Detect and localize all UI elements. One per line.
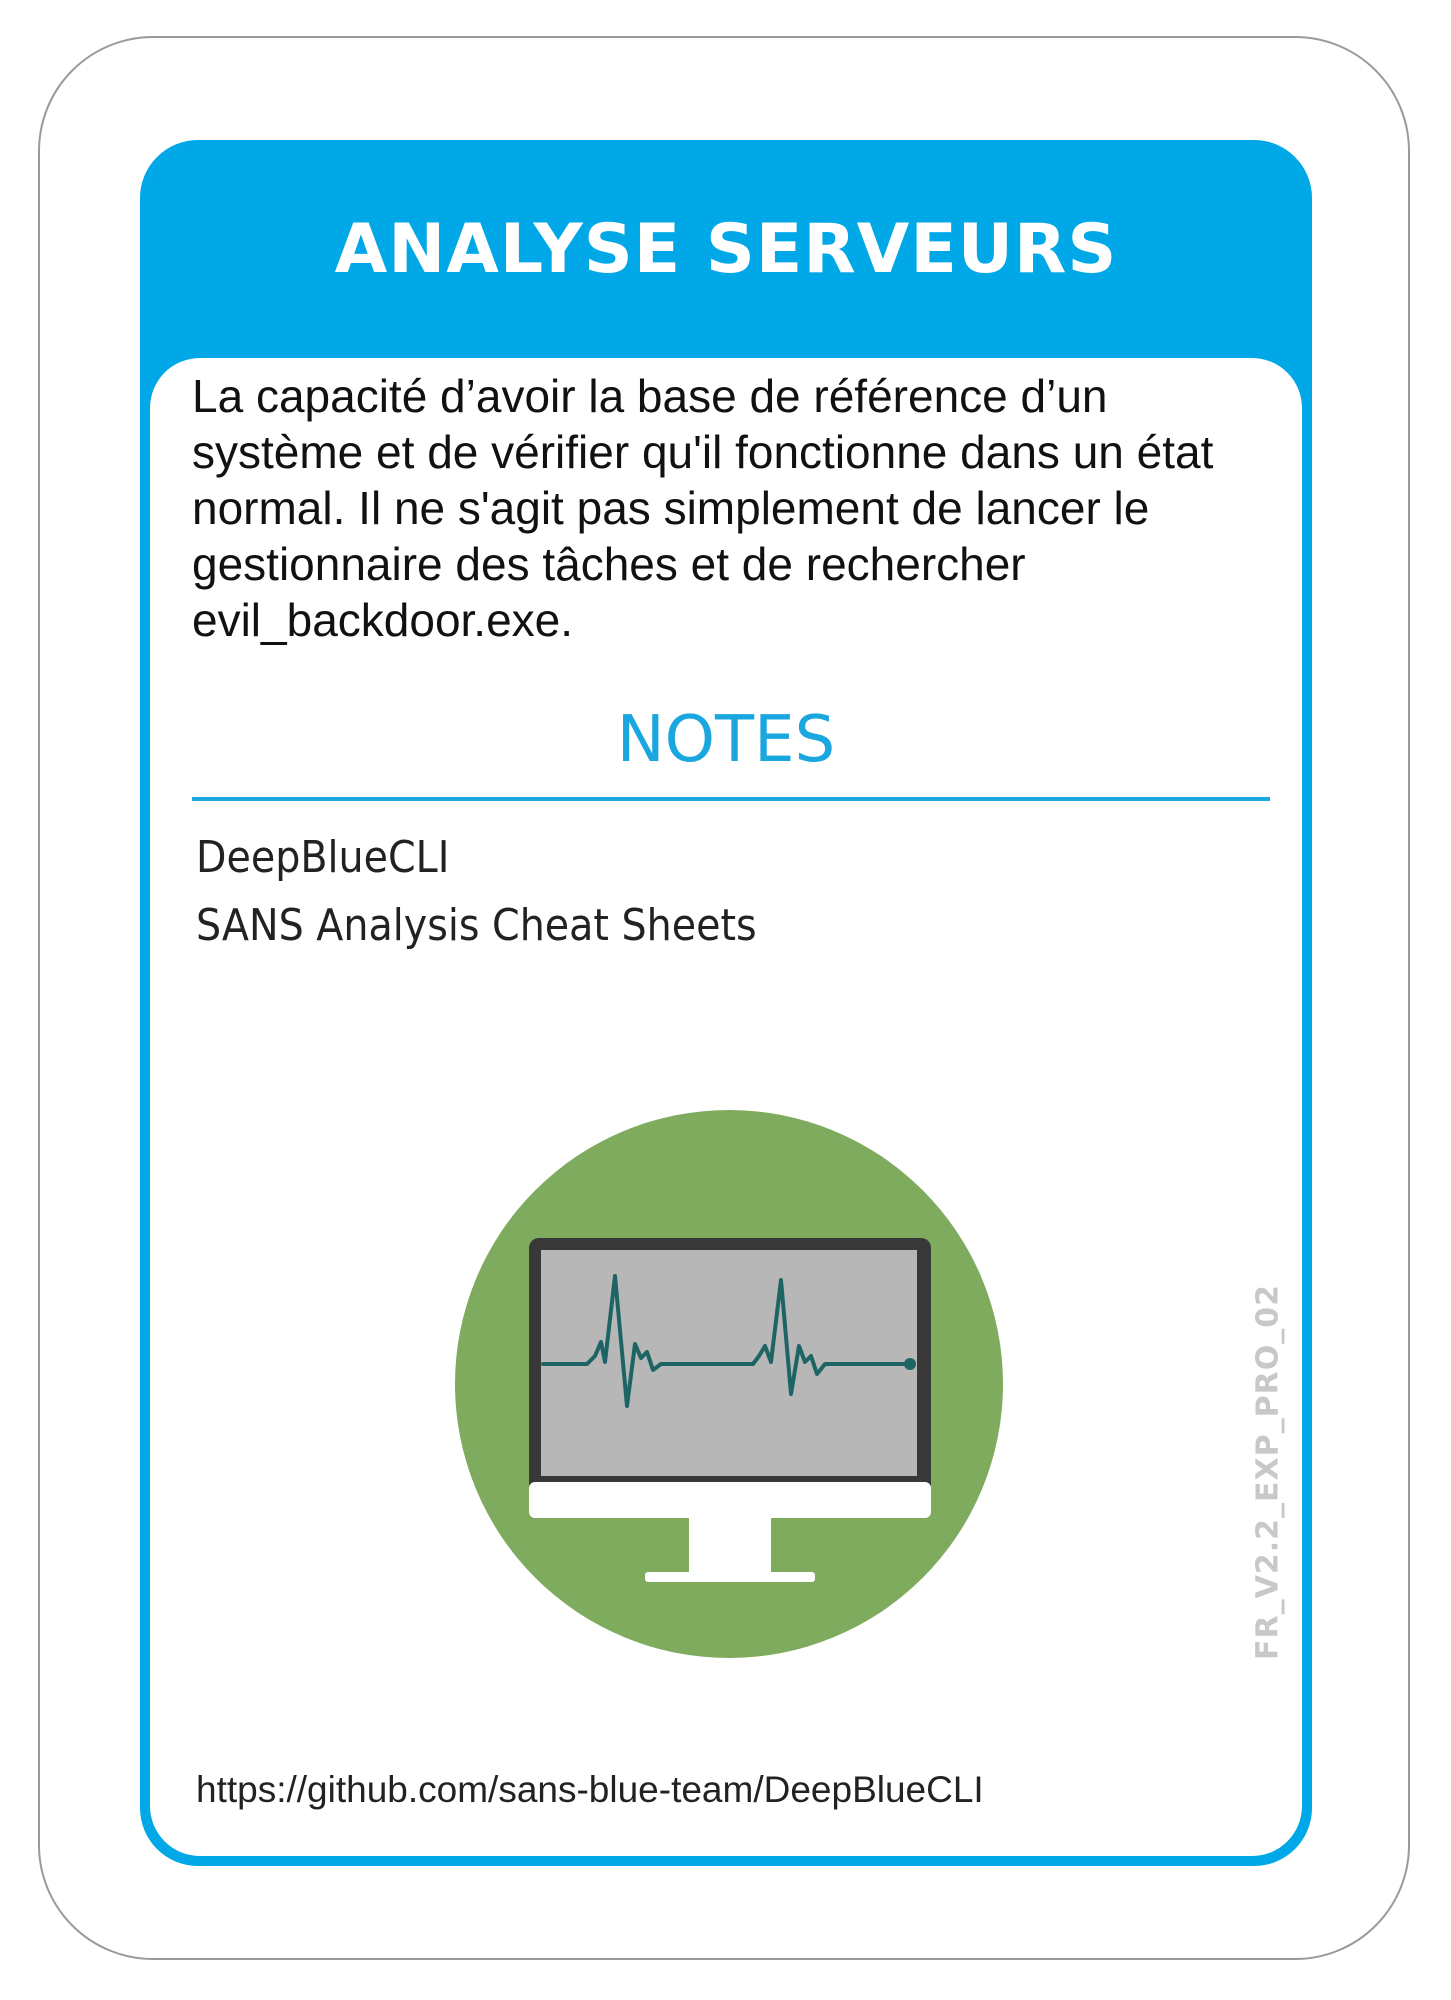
monitor-neck	[689, 1518, 771, 1576]
card-description: La capacité d’avoir la base de référence…	[192, 370, 1214, 646]
card-title: ANALYSE SERVEURS	[334, 209, 1118, 289]
reference-link[interactable]: https://github.com/sans-blue-team/DeepBl…	[196, 1769, 984, 1810]
monitor-base	[645, 1572, 815, 1582]
notes-heading: NOTES	[616, 703, 836, 777]
heartbeat-line	[541, 1274, 911, 1408]
note-item-deepbluecli: DeepBlueCLI	[196, 832, 450, 883]
note-item-sans-cheat-sheets: SANS Analysis Cheat Sheets	[196, 900, 757, 951]
heartbeat-end-dot	[904, 1358, 916, 1370]
version-label: FR_V2.2_EXP_PRO_02	[1250, 1284, 1286, 1660]
monitor-heartbeat-icon	[455, 1110, 1003, 1658]
notes-divider	[192, 797, 1270, 801]
monitor-chin	[529, 1482, 931, 1518]
